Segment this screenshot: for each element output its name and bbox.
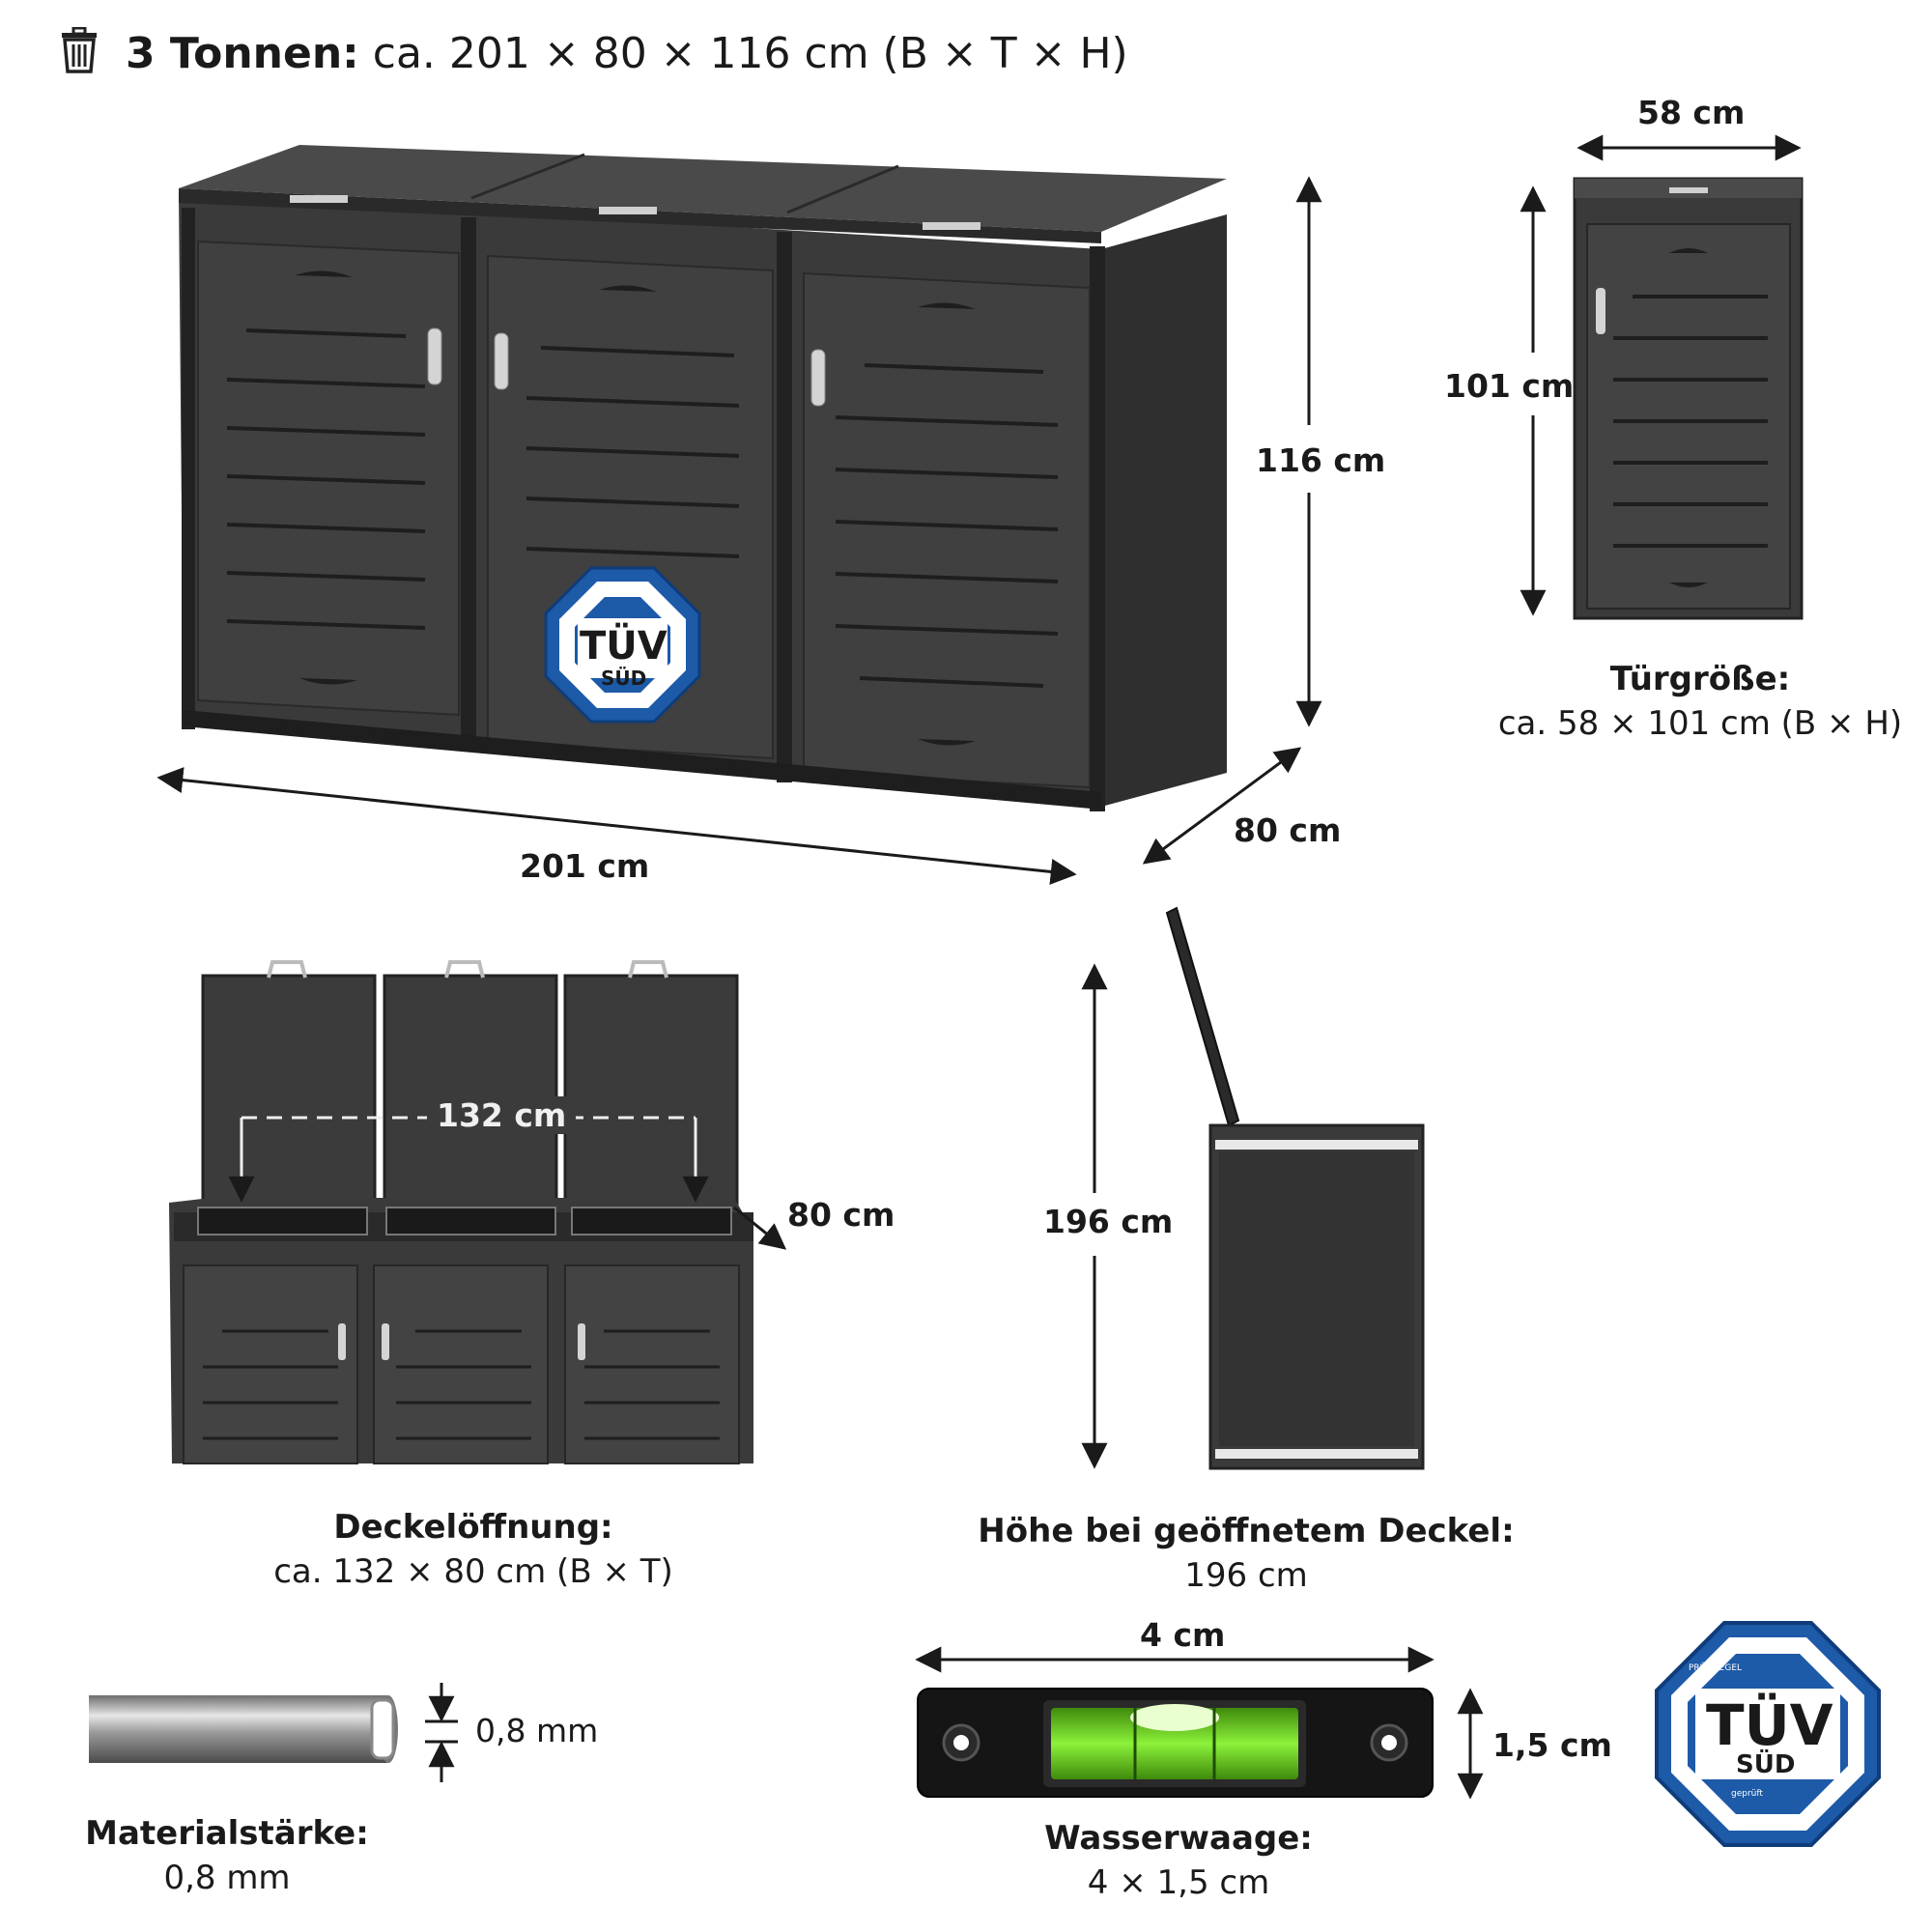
badge-ring-top: PRÜFSIEGEL — [1689, 1663, 1743, 1673]
width-label: 201 cm — [520, 847, 650, 885]
open-height-label: 196 cm — [1043, 1203, 1174, 1240]
main-enclosure — [179, 145, 1227, 811]
tuv-seal-on-product — [544, 566, 701, 724]
open-height-caption-value: 196 cm — [1184, 1556, 1308, 1595]
header-dimensions: ca. 201 × 80 × 116 cm (B × T × H) — [372, 29, 1128, 78]
level-caption: Wasserwaage: 4 × 1,5 cm — [1014, 1816, 1343, 1905]
depth-label: 80 cm — [1234, 811, 1342, 849]
width-arrow — [156, 767, 1077, 885]
seal-text-bottom: SÜD — [601, 667, 647, 690]
material-caption: Materialstärke: 0,8 mm — [77, 1811, 377, 1900]
height-label: 116 cm — [1256, 441, 1386, 479]
door-caption: Türgröße: ca. 58 × 101 cm (B × H) — [1468, 657, 1932, 746]
header-title: 3 Tonnen: ca. 201 × 80 × 116 cm (B × T ×… — [60, 27, 1128, 78]
open-height-caption: Höhe bei geöffnetem Deckel: 196 cm — [976, 1509, 1517, 1598]
badge-text-top: TÜV — [1706, 1692, 1833, 1758]
tuv-sud-badge — [1655, 1621, 1881, 1847]
lid-width-label: 132 cm — [427, 1096, 577, 1134]
spirit-level-illustration — [917, 1688, 1434, 1798]
material-caption-value: 0,8 mm — [163, 1859, 291, 1897]
lid-depth-label: 80 cm — [787, 1196, 895, 1234]
trash-can-icon — [62, 27, 97, 73]
material-caption-title: Materialstärke: — [85, 1814, 369, 1853]
open-height-caption-title: Höhe bei geöffnetem Deckel: — [978, 1512, 1515, 1550]
door-caption-value: ca. 58 × 101 cm (B × H) — [1497, 704, 1903, 743]
door-caption-title: Türgröße: — [1609, 660, 1791, 698]
level-height-label: 1,5 cm — [1492, 1726, 1612, 1764]
lid-open-illustration — [169, 960, 753, 1464]
level-caption-title: Wasserwaage: — [1044, 1819, 1313, 1858]
lid-caption-title: Deckelöffnung: — [333, 1508, 613, 1547]
steel-profile-illustration — [89, 1695, 398, 1763]
side-view-open-lid — [1165, 906, 1425, 1470]
level-width-label: 4 cm — [1140, 1616, 1226, 1654]
badge-text-bottom: SÜD — [1736, 1750, 1796, 1779]
badge-ring-bottom: geprüft — [1731, 1789, 1763, 1799]
lid-caption: Deckelöffnung: ca. 132 × 80 cm (B × T) — [222, 1505, 724, 1594]
seal-text-top: TÜV — [580, 624, 668, 668]
lid-caption-value: ca. 132 × 80 cm (B × T) — [273, 1552, 673, 1591]
depth-arrow — [1142, 747, 1302, 865]
header-count: 3 Tonnen: — [126, 29, 359, 78]
lid-depth-arrow — [733, 1206, 787, 1250]
level-caption-value: 4 × 1,5 cm — [1087, 1863, 1270, 1902]
door-illustration — [1573, 177, 1804, 620]
thickness-label: 0,8 mm — [475, 1712, 599, 1749]
door-width-label: 58 cm — [1637, 94, 1746, 131]
door-height-label: 101 cm — [1444, 367, 1575, 405]
